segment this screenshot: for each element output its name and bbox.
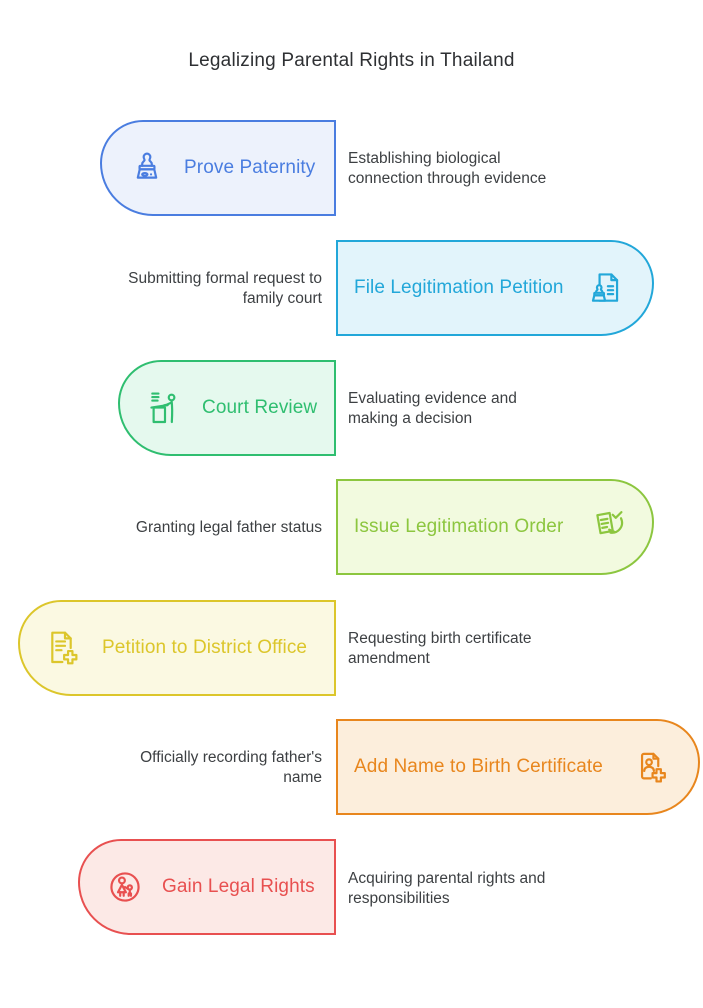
step-card-court-review: Court Review <box>118 360 336 456</box>
stamp-icon <box>126 147 168 189</box>
step-title: Petition to District Office <box>102 637 308 658</box>
step-description: Establishing biological connection throu… <box>348 150 547 187</box>
step-title: Issue Legitimation Order <box>354 516 564 537</box>
step-title: Gain Legal Rights <box>162 876 315 897</box>
step-card-issue-legitimation-order: Issue Legitimation Order <box>336 479 654 575</box>
court-review-icon <box>144 387 186 429</box>
step-description: Submitting formal request to family cour… <box>128 270 322 307</box>
step-card-file-legitimation-petition: File Legitimation Petition <box>336 240 654 336</box>
step-description: Granting legal father status <box>135 519 322 536</box>
step-card-gain-legal-rights: Gain Legal Rights <box>78 839 336 935</box>
step-title: File Legitimation Petition <box>354 277 564 298</box>
step-card-add-name-to-birth-certificate: Add Name to Birth Certificate <box>336 719 700 815</box>
step-description: Acquiring parental rights and responsibi… <box>348 870 546 907</box>
step-card-prove-paternity: Prove Paternity <box>100 120 336 216</box>
step-card-petition-to-district-office: Petition to District Office <box>18 600 336 696</box>
step-description: Evaluating evidence and making a decisio… <box>348 390 517 427</box>
document-add-icon <box>44 627 86 669</box>
step-title: Add Name to Birth Certificate <box>354 756 603 777</box>
step-description: Requesting birth certificate amendment <box>348 630 532 667</box>
step-title: Prove Paternity <box>184 157 316 178</box>
id-card-add-icon <box>632 746 674 788</box>
page-title: Legalizing Parental Rights in Thailand <box>188 50 515 71</box>
step-description: Officially recording father's name <box>140 749 322 786</box>
family-icon <box>104 866 146 908</box>
approved-order-icon <box>586 506 628 548</box>
step-title: Court Review <box>202 397 318 418</box>
petition-document-icon <box>586 267 628 309</box>
